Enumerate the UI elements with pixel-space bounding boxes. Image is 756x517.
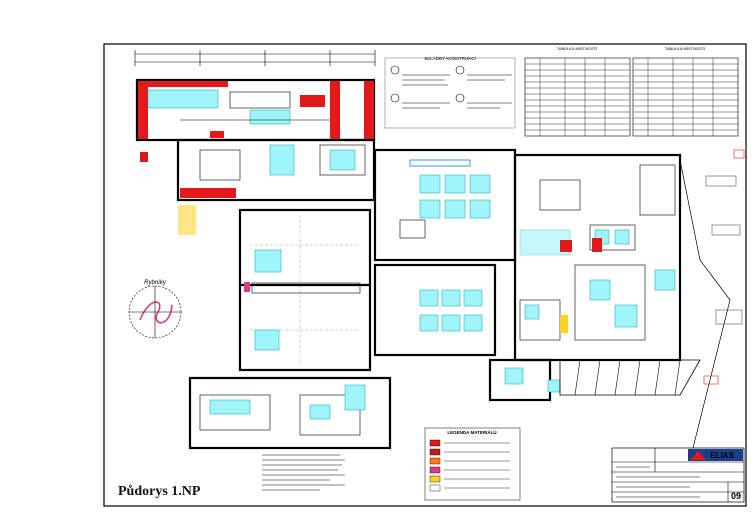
- drawing-title: Půdorys 1.NP: [118, 484, 201, 499]
- composition-title: SKLADBY KONSTRUKCÍ: [424, 55, 476, 61]
- legend-swatch: [429, 475, 441, 483]
- dining-area: [373, 148, 517, 357]
- general-notes: [262, 454, 345, 491]
- legend-heading: LEGENDA MATERIÁLŮ: [447, 428, 496, 435]
- site-boundary-line: [679, 159, 731, 461]
- table-title-right: TABULKA MÍSTNOSTÍ: [665, 46, 706, 51]
- legend-swatch: [429, 448, 441, 456]
- central-halls: [238, 208, 372, 372]
- legend-swatch: [429, 484, 441, 492]
- legend-swatch: [429, 457, 441, 465]
- material-legend: LEGENDA MATERIÁLŮ: [424, 427, 521, 501]
- company-logo-text: ELIAS: [710, 451, 734, 460]
- lower-rooms: [188, 358, 561, 450]
- table-title-left: TABULKA MÍSTNOSTÍ: [557, 46, 598, 51]
- north-label: Rybníky: [144, 280, 167, 286]
- top-dimensions: [134, 50, 376, 66]
- upper-middle-rooms: [176, 138, 376, 235]
- sheet-number: 09: [731, 491, 741, 501]
- title-block: ELIAS 09: [611, 447, 745, 503]
- legend-swatch: [429, 466, 441, 474]
- room-table-left: TABULKA MÍSTNOSTÍ: [524, 46, 631, 137]
- staircase: [559, 359, 701, 396]
- north-arrow-icon: Rybníky: [128, 280, 182, 339]
- right-wing: [513, 153, 682, 362]
- callouts-right: [703, 149, 745, 385]
- room-table-right: TABULKA MÍSTNOSTÍ: [632, 46, 739, 137]
- composition-notes: SKLADBY KONSTRUKCÍ: [384, 55, 516, 129]
- legend-swatch: [429, 439, 441, 447]
